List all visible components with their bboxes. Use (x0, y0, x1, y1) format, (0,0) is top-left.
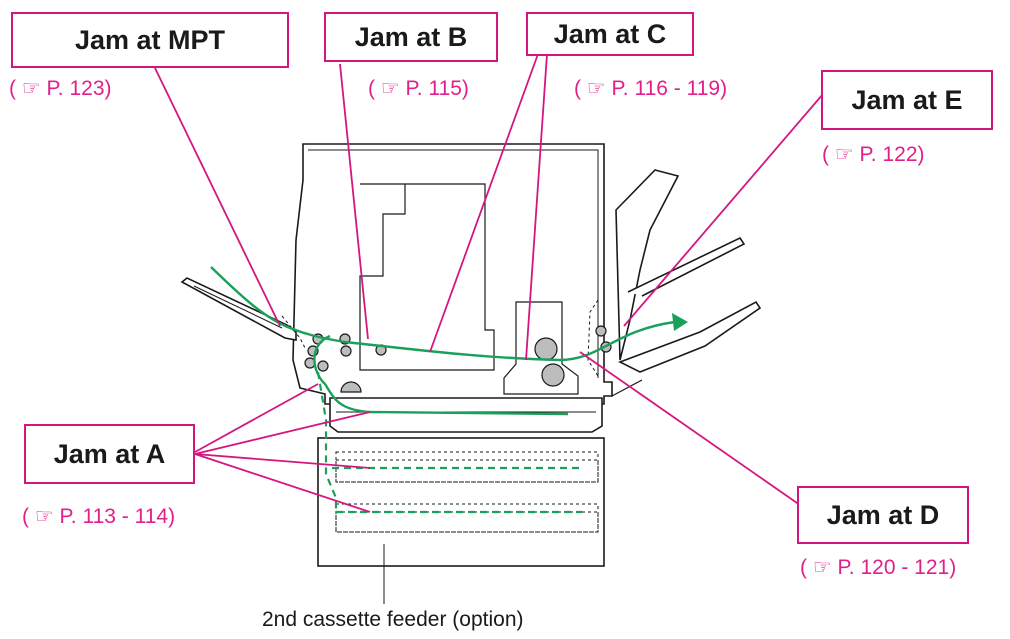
jam-at-b-label: Jam at B (324, 12, 498, 62)
jam-at-mpt-ref: ( ☞ P. 123) (9, 77, 112, 100)
internal-trays (281, 315, 599, 533)
jam-at-mpt-title: Jam at MPT (74, 24, 226, 55)
paper-path (210, 266, 676, 416)
jam-at-a-ref: ( ☞ P. 113 - 114) (22, 505, 176, 528)
jam-at-e-label: Jam at E (821, 70, 993, 130)
jam-at-c-label: Jam at C (526, 12, 694, 56)
jam-at-b-ref: ( ☞ P. 115) (368, 77, 469, 100)
jam-at-mpt-label: Jam at MPT (11, 12, 289, 68)
jam-at-c-title: Jam at C (553, 18, 667, 49)
jam-at-e-title: Jam at E (851, 84, 963, 115)
jam-at-b-title: Jam at B (354, 21, 468, 52)
jam-at-d-ref: ( ☞ P. 120 - 121) (800, 556, 957, 579)
jam-at-a-title: Jam at A (53, 438, 166, 469)
jam-at-c-ref: ( ☞ P. 116 - 119) (574, 77, 728, 100)
jam-at-d-label: Jam at D (797, 486, 969, 544)
jam-at-a-label: Jam at A (24, 424, 195, 484)
paper-exit-arrow (672, 313, 688, 331)
jam-at-d-title: Jam at D (826, 499, 940, 530)
feeder-caption: 2nd cassette feeder (option) (262, 608, 524, 631)
jam-at-e-ref: ( ☞ P. 122) (822, 143, 925, 166)
printer-outline (180, 143, 762, 567)
callout-lines (154, 53, 824, 513)
feeder-paper-path (316, 371, 582, 514)
